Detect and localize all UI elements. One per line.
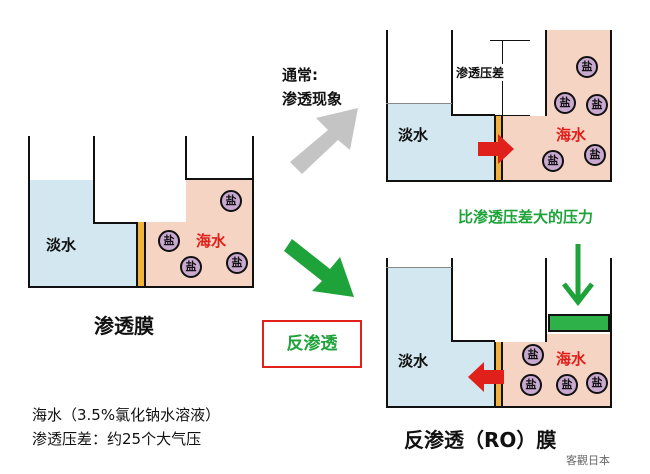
bottom-salt-1: 盐	[522, 344, 544, 366]
pressure-tick-top	[490, 40, 530, 41]
left-tank-wall-left	[28, 136, 30, 288]
left-salt-4: 盐	[226, 252, 248, 274]
note-line1: 海水（3.5%氯化钠水溶液）	[32, 406, 221, 424]
top-fresh-surface	[386, 103, 452, 104]
down-arrow-icon	[562, 244, 594, 306]
left-salt-1: 盐	[220, 190, 242, 212]
membrane-caption: 渗透膜	[94, 314, 154, 338]
bottom-fresh-surface	[386, 267, 452, 268]
applied-pressure-label: 比渗透压差大的压力	[458, 208, 594, 226]
top-fresh-water	[388, 104, 494, 180]
top-salt-1: 盐	[576, 56, 598, 78]
normal-caption-line1: 通常:	[282, 66, 318, 84]
pressure-diff-label: 渗透压差	[456, 64, 505, 81]
green-arrow-icon	[284, 239, 354, 297]
top-block-right	[545, 30, 547, 116]
top-wall-right	[610, 30, 612, 182]
left-block-wall-left	[93, 136, 95, 224]
bottom-salt-3: 盐	[556, 374, 578, 396]
top-salt-4: 盐	[542, 150, 564, 172]
left-block-wall-right	[185, 136, 187, 180]
pressure-tick-bottom	[490, 115, 530, 116]
normal-caption-line2: 渗透现象	[282, 90, 343, 108]
top-salt-5: 盐	[584, 144, 606, 166]
left-tank-floor	[28, 286, 254, 288]
watermark: 客觀日本	[566, 454, 610, 467]
left-block-bottom	[93, 222, 136, 224]
bottom-sea-water	[502, 334, 610, 406]
top-wall-left	[386, 30, 388, 182]
bottom-floor	[386, 406, 612, 408]
left-salt-3: 盐	[180, 256, 202, 278]
left-fresh-label: 淡水	[46, 236, 77, 254]
note-line2: 渗透压差：约25个大气压	[32, 430, 202, 448]
bottom-salt-2: 盐	[520, 374, 542, 396]
top-fresh-label: 淡水	[398, 126, 429, 144]
left-membrane	[136, 222, 146, 286]
reverse-osmosis-label: 反渗透	[286, 334, 338, 354]
bottom-sea-label: 海水	[556, 350, 587, 368]
top-salt-2: 盐	[554, 92, 576, 114]
bottom-salt-4: 盐	[586, 372, 608, 394]
reverse-osmosis-box: 反渗透	[262, 320, 362, 368]
grey-arrow-icon	[290, 108, 358, 174]
left-fresh-bottom	[94, 222, 136, 286]
top-sea-label: 海水	[556, 126, 587, 144]
ro-membrane-caption: 反渗透（RO）膜	[404, 428, 557, 452]
left-sea-label: 海水	[196, 232, 227, 250]
left-center-block	[94, 136, 186, 222]
bottom-wall-right	[610, 258, 612, 408]
bottom-block-left	[451, 258, 453, 342]
bottom-fresh-label: 淡水	[398, 352, 429, 370]
bottom-block-bottom	[451, 340, 495, 342]
top-red-arrow-icon	[478, 134, 514, 164]
top-block-left	[451, 30, 453, 116]
bottom-block-right	[545, 258, 547, 342]
top-floor	[386, 180, 612, 182]
left-tank-wall-right	[252, 136, 254, 288]
piston	[548, 314, 610, 332]
top-salt-3: 盐	[586, 94, 608, 116]
bottom-red-arrow-icon	[468, 362, 504, 392]
left-salt-2: 盐	[158, 230, 180, 252]
top-block-bottom	[451, 114, 495, 116]
left-sea-surface	[186, 178, 254, 180]
bottom-wall-left	[386, 258, 388, 408]
bottom-center-block	[452, 258, 546, 342]
